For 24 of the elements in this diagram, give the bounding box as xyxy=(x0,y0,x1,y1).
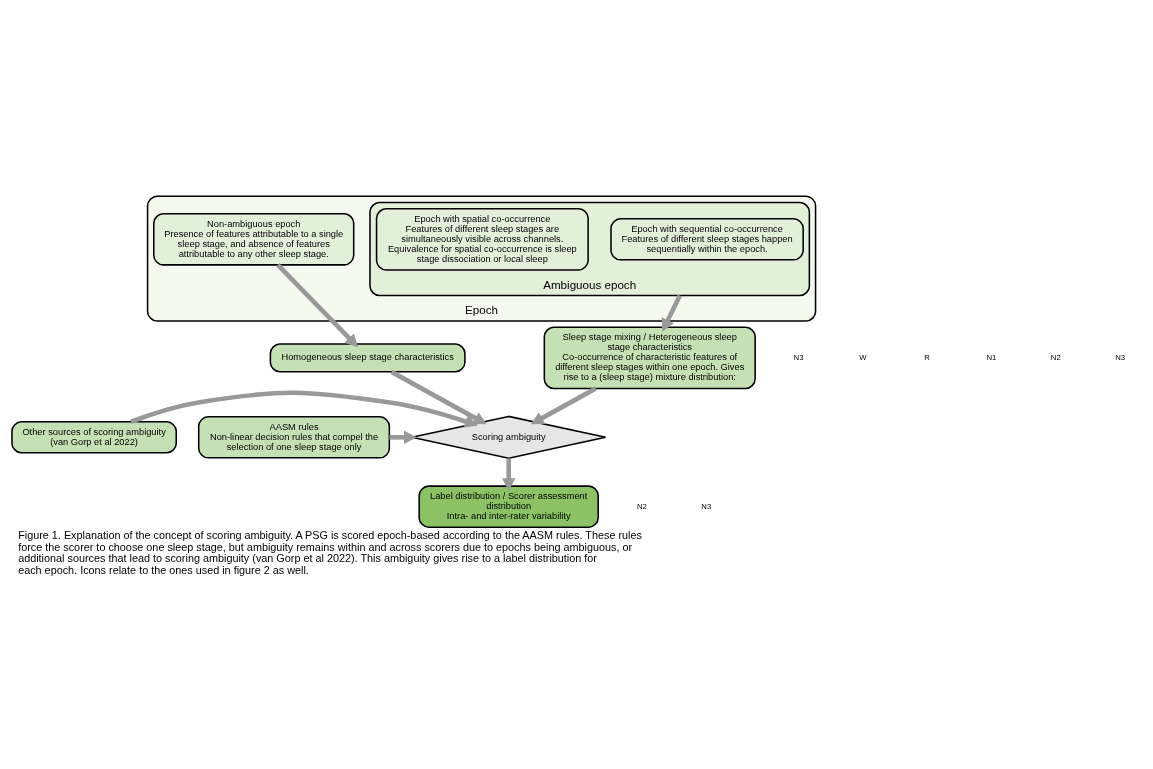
node-box: Epoch with spatial co-occurrence Features of different sleep stages are simultaneously visible across channels. Equivalence for spatial co-occurrence is sleep stage dissociation or local sleep xyxy=(375,207,589,271)
arrow xyxy=(130,389,478,428)
label: N3 xyxy=(701,501,712,511)
node-box: Sleep stage mixing / Heterogeneous sleep stage characteristics Co-occurrence of characteristic features of different sleep stages within one epoch. Gives rise to a (sleep stage) mixture distribution: xyxy=(543,326,756,389)
arrow xyxy=(390,369,487,424)
node-box: AASM rules Non-linear decision rules that compel the selection of one sleep stage only xyxy=(197,415,391,459)
node-box: Non-ambiguous epoch Presence of features attributable to a single sleep stage, and absence of features attributable to any other sleep stage. xyxy=(153,212,355,266)
arrow xyxy=(276,262,358,347)
node-box: Epoch with sequential co-occurrence Features of different sleep stages happen sequentially within the epoch. xyxy=(610,217,804,261)
label: R xyxy=(924,352,930,362)
label: N1 xyxy=(986,352,997,362)
label: N3 xyxy=(1115,352,1126,362)
label: W xyxy=(859,352,867,362)
arrow xyxy=(530,386,597,424)
label: N2 xyxy=(637,501,647,511)
label: N3 xyxy=(793,352,804,362)
label: N2 xyxy=(1050,352,1061,362)
node-box: Other sources of scoring ambiguity (van Gorp et al 2022) xyxy=(11,420,177,454)
arrow xyxy=(661,293,682,332)
node-box: Homogeneous sleep stage characteristics xyxy=(269,342,466,373)
arrow xyxy=(502,457,516,491)
arrow xyxy=(389,430,417,444)
caption: Figure 1. Explanation of the concept of scoring ambiguity. A PSG is scored epoch-based according to the AASM rules. These rules force the scorer to choose one sleep stage, but ambiguity remains within and across scorers due to epochs being ambiguous, or additional sources that lead to scoring ambiguity (van Gorp et al 2022). This ambiguity gives rise to a label distribution for each epoch. Icons relate to the ones used in figure 2 as well. xyxy=(18,528,642,576)
node-box: Label distribution / Scorer assessment distribution Intra- and inter-rater variability xyxy=(418,484,599,528)
